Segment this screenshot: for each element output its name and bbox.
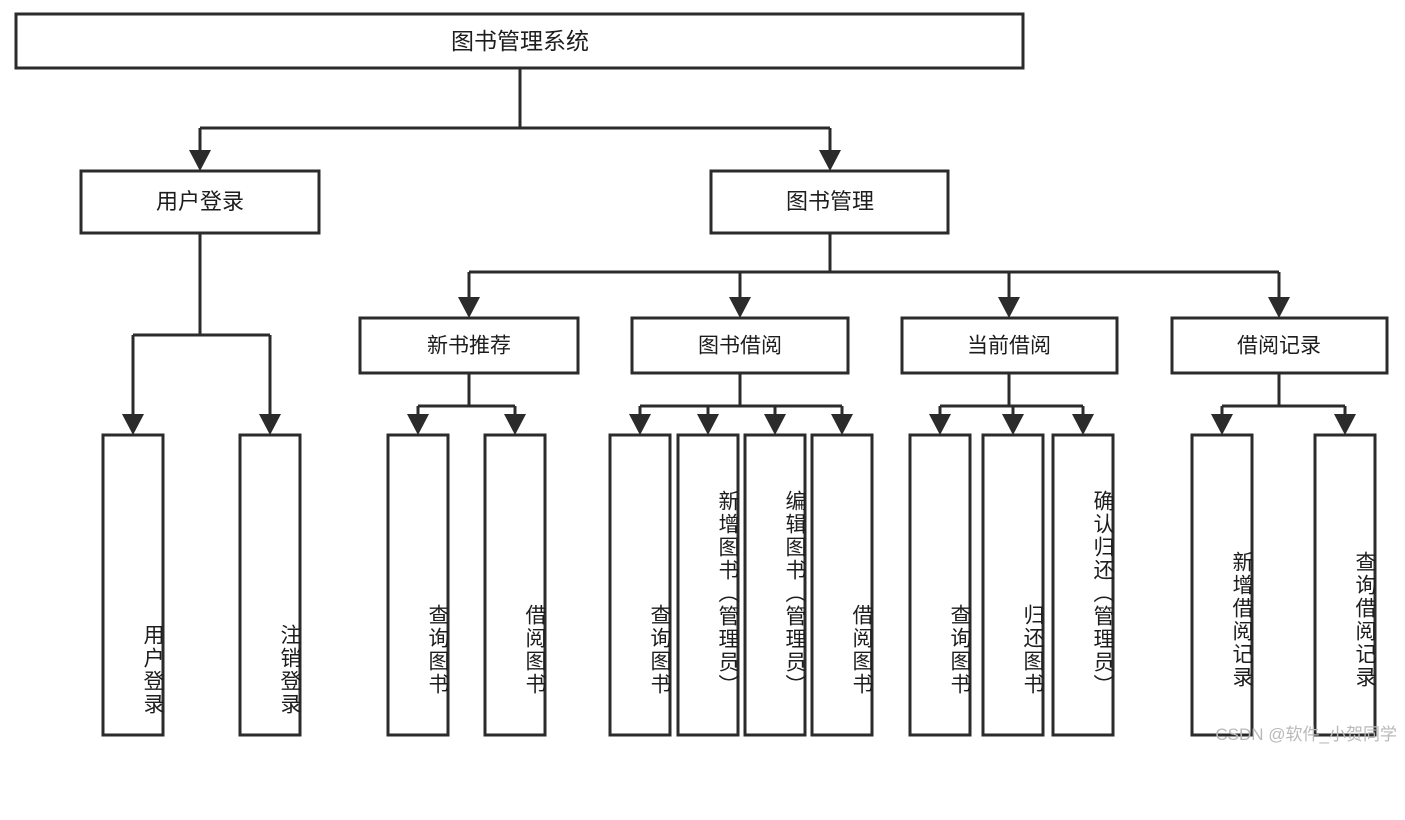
arrow-head-leaf-1 (259, 414, 281, 435)
arrow-head-leaf-0 (122, 414, 144, 435)
node-box-new-book-recommend[interactable] (358, 316, 580, 375)
arrow-head-leaf-4 (629, 414, 651, 435)
node-label-borrow-record: 借阅记录 (1237, 335, 1321, 358)
leaf-box-8[interactable] (908, 433, 972, 737)
arrow-head-leaf-9 (1002, 414, 1024, 435)
leaf-box-11[interactable] (1190, 433, 1254, 737)
arrow-head-book-borrow (729, 297, 751, 318)
edge-current-borrow-to-leaves (929, 373, 1094, 435)
arrow-head-leaf-2 (407, 414, 429, 435)
node-box-current-borrow[interactable] (900, 316, 1119, 375)
arrow-head-leaf-3 (504, 414, 526, 435)
leaf-box-1[interactable] (238, 433, 302, 737)
leaf-box-2[interactable] (386, 433, 450, 737)
arrow-head-leaf-5 (697, 414, 719, 435)
node-label-book-borrow: 图书借阅 (698, 335, 782, 358)
diagram-canvas: 图书管理系统 用户登录 图书管理 新书推荐 图书借阅 当前借阅 借阅记录 用户登… (14, 12, 1397, 744)
node-box-user-login[interactable] (79, 169, 321, 235)
watermark-text: CSDN @软件_小贺同学 (1215, 725, 1397, 744)
edge-book-management-to-level3 (458, 233, 1290, 318)
node-label-new-book-recommend: 新书推荐 (427, 335, 511, 358)
leaf-box-4[interactable] (608, 433, 672, 737)
leaf-box-12[interactable] (1313, 433, 1377, 737)
leaf-box-3[interactable] (483, 433, 547, 737)
leaf-box-7[interactable] (810, 433, 874, 737)
diagram-svg: 图书管理系统 用户登录 图书管理 新书推荐 图书借阅 当前借阅 借阅记录 (14, 12, 1389, 737)
leaf-box-9[interactable] (981, 433, 1045, 737)
arrow-head-leaf-11 (1211, 414, 1233, 435)
arrow-head-user-login (189, 150, 211, 171)
arrow-head-leaf-6 (764, 414, 786, 435)
arrow-head-book-management (819, 150, 841, 171)
arrow-head-new-book-recommend (458, 297, 480, 318)
node-label-current-borrow: 当前借阅 (967, 335, 1051, 358)
arrow-head-current-borrow (998, 297, 1020, 318)
arrow-head-leaf-8 (929, 414, 951, 435)
arrow-head-leaf-10 (1072, 414, 1094, 435)
arrow-head-leaf-12 (1334, 414, 1356, 435)
edge-borrow-record-to-leaves (1211, 373, 1356, 435)
node-box-root[interactable] (14, 12, 1025, 70)
leaf-box-5[interactable] (676, 433, 740, 737)
leaf-box-0[interactable] (101, 433, 165, 737)
leaf-box-6[interactable] (743, 433, 807, 737)
edge-new-book-recommend-to-leaves (407, 373, 526, 435)
edge-book-borrow-to-leaves (629, 373, 853, 435)
arrow-head-leaf-7 (831, 414, 853, 435)
edge-user-login-to-leaves (122, 233, 281, 435)
leaf-box-10[interactable] (1051, 433, 1115, 737)
arrow-head-borrow-record (1268, 297, 1290, 318)
node-label-book-management: 图书管理 (786, 189, 874, 214)
node-label-root: 图书管理系统 (451, 28, 589, 54)
node-label-user-login: 用户登录 (156, 189, 244, 214)
edge-root-to-level2 (189, 68, 841, 171)
